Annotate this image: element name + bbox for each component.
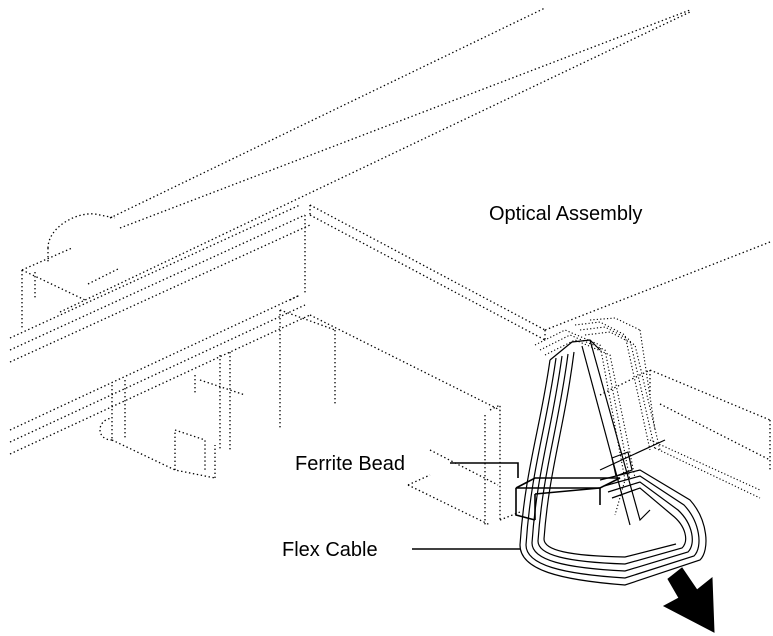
top-rail	[9, 7, 691, 363]
flex-cable-loop	[519, 339, 707, 586]
ferrite-bead-shape	[515, 477, 621, 521]
flex-cable-ribbon	[534, 317, 761, 516]
ferrite-bead-leader	[450, 462, 519, 478]
down-right-arrow-icon	[662, 567, 715, 633]
optical-assembly-label: Optical Assembly	[489, 203, 642, 225]
flex-cable-label: Flex Cable	[282, 539, 378, 561]
ferrite-bead-label: Ferrite Bead	[295, 453, 405, 475]
left-end-block	[21, 247, 86, 330]
callout-leaders	[412, 462, 520, 550]
main-frame	[9, 204, 771, 526]
